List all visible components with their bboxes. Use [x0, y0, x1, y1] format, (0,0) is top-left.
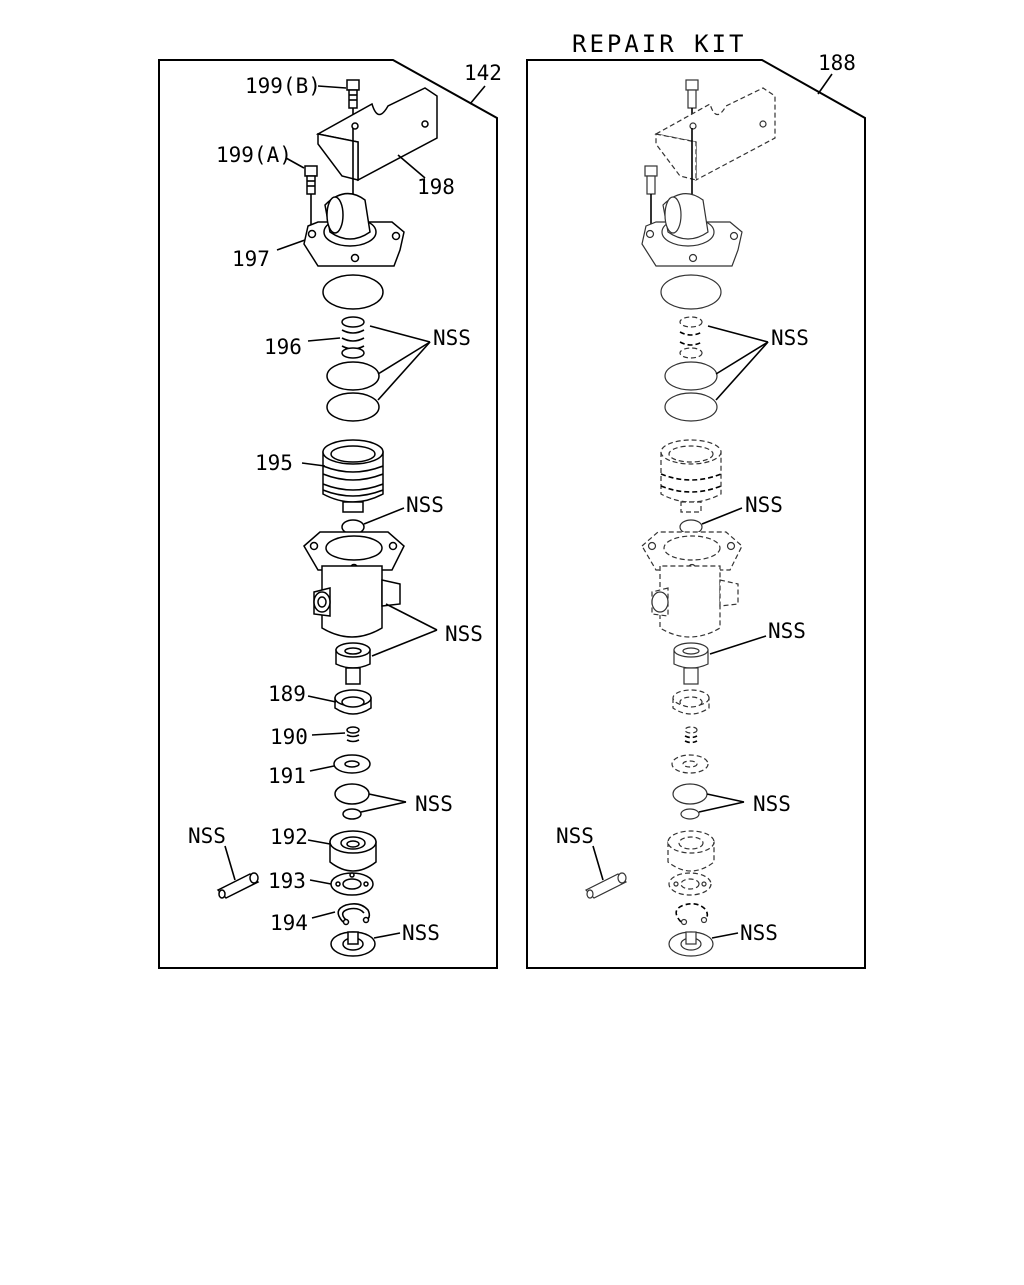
- piston-195: [322, 439, 384, 513]
- leader-197: [276, 239, 306, 251]
- kit-leader-nss-orings: [698, 793, 745, 813]
- leader-199b: [317, 85, 347, 89]
- leader-nss-bottom: [373, 932, 401, 939]
- snap-ring-194: [337, 903, 371, 926]
- label-nss-seals: NSS: [433, 326, 471, 350]
- leader-193: [309, 879, 332, 885]
- kit-o-ring-small: [680, 808, 700, 820]
- o-ring-small: [342, 808, 362, 820]
- spring-196: [341, 316, 365, 359]
- assembly-frame: [158, 59, 498, 969]
- kit-bottom-washer: [668, 931, 714, 957]
- bottom-washer: [330, 931, 376, 957]
- leader-142: [469, 85, 486, 105]
- kit-valve-piston: [673, 642, 709, 685]
- seal-ring-lower: [326, 392, 380, 422]
- kit-leader-nss-seals: [707, 325, 769, 401]
- leader-nss-ball: [363, 507, 405, 525]
- kit-seal-ring-upper: [664, 361, 718, 391]
- label-196: 196: [264, 335, 302, 359]
- leader-nss-body: [371, 603, 438, 657]
- bolt-199b: [346, 79, 360, 128]
- kit-washer: [671, 754, 709, 774]
- label-nss-orings: NSS: [415, 792, 453, 816]
- repair-kit-title: REPAIR KIT: [572, 30, 747, 58]
- kit-spring: [679, 316, 703, 359]
- leader-190: [311, 732, 346, 736]
- leader-199a: [285, 157, 305, 169]
- seal-ring-upper: [326, 361, 380, 391]
- kit-leader-nss-bottom: [711, 932, 739, 939]
- assembly-panel: 142 199(B) 198 199(A): [158, 59, 502, 969]
- kit-label-nss-pin: NSS: [556, 824, 594, 848]
- o-ring-top: [322, 274, 384, 310]
- label-199b: 199(B): [245, 74, 321, 98]
- kit-pin: [584, 872, 628, 899]
- cover-197: [303, 192, 405, 267]
- kit-spring-small: [684, 726, 698, 744]
- kit-label-nss-seals: NSS: [771, 326, 809, 350]
- leader-195: [301, 462, 326, 467]
- label-188: 188: [818, 51, 856, 75]
- leader-196: [307, 337, 341, 342]
- label-nss-body: NSS: [445, 622, 483, 646]
- seat-189: [334, 689, 372, 715]
- kit-check-ball: [679, 519, 703, 535]
- label-nss-pin: NSS: [188, 824, 226, 848]
- leader-nss-seals: [369, 325, 431, 401]
- kit-piston: [660, 439, 722, 513]
- plate-193: [330, 872, 374, 896]
- label-nss-bottom: NSS: [402, 921, 440, 945]
- kit-plate: [668, 872, 712, 896]
- valve-piston: [335, 642, 371, 685]
- label-142: 142: [464, 61, 502, 85]
- bolt-199a: [304, 165, 318, 230]
- kit-label-nss-piston: NSS: [768, 619, 806, 643]
- valve-body: [303, 531, 405, 638]
- leader-nss-orings: [360, 793, 407, 813]
- kit-seat: [672, 689, 710, 715]
- kit-bolt-side: [644, 165, 658, 230]
- leader-189: [307, 695, 337, 703]
- kit-leader-nss-piston: [709, 635, 767, 655]
- label-nss-ball: NSS: [406, 493, 444, 517]
- pin: [216, 872, 260, 899]
- label-189: 189: [268, 682, 306, 706]
- kit-snap-ring: [675, 903, 709, 926]
- kit-seal-ring-lower: [664, 392, 718, 422]
- kit-valve-body: [641, 531, 743, 638]
- leader-198: [397, 154, 426, 179]
- label-198: 198: [417, 175, 455, 199]
- label-195: 195: [255, 451, 293, 475]
- kit-label-nss-bottom: NSS: [740, 921, 778, 945]
- label-190: 190: [270, 725, 308, 749]
- kit-label-nss-orings: NSS: [753, 792, 791, 816]
- o-ring-mid: [334, 783, 370, 805]
- leader-192: [307, 839, 331, 845]
- kit-o-ring-mid: [672, 783, 708, 805]
- washer-191: [333, 754, 371, 774]
- label-197: 197: [232, 247, 270, 271]
- kit-cap: [667, 830, 715, 872]
- leader-188: [817, 73, 833, 95]
- kit-label-nss-ball: NSS: [745, 493, 783, 517]
- kit-leader-nss-pin: [592, 845, 604, 881]
- leader-nss-pin: [224, 845, 236, 881]
- kit-frame: [526, 59, 866, 969]
- kit-leader-nss-ball: [701, 507, 743, 525]
- label-193: 193: [268, 869, 306, 893]
- kit-panel: 188: [526, 51, 866, 969]
- leader-191: [309, 765, 335, 772]
- cap-192: [329, 830, 377, 872]
- kit-cover: [641, 193, 743, 267]
- kit-o-ring-top: [660, 274, 722, 310]
- label-191: 191: [268, 764, 306, 788]
- leader-194: [311, 911, 336, 919]
- spring-190: [346, 726, 360, 743]
- label-199a: 199(A): [216, 143, 292, 167]
- label-194: 194: [270, 911, 308, 935]
- label-192: 192: [270, 825, 308, 849]
